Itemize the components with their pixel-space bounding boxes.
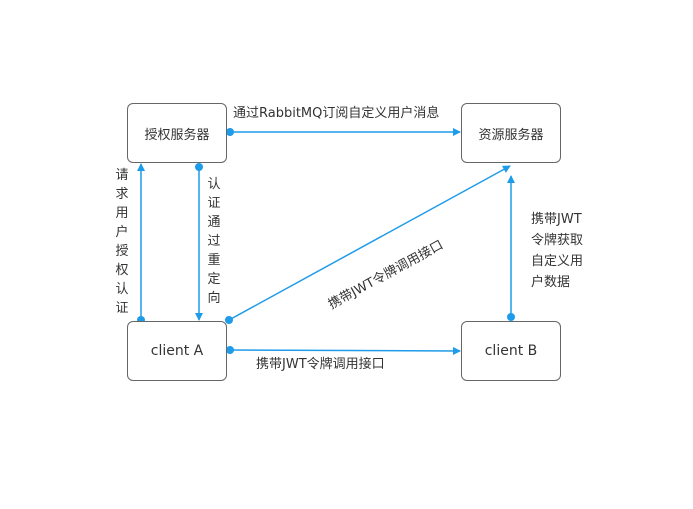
edge-clienta-to-clientb xyxy=(226,346,461,355)
edge-auth-to-clienta xyxy=(195,163,203,321)
node-client-b[interactable]: client B xyxy=(461,321,561,381)
edge-clientb-to-resource xyxy=(507,175,515,321)
edge-label-auth-to-clienta: 认证通过重定向 xyxy=(207,177,221,306)
edge-label-clienta-to-clientb: 携带JWT令牌调用接口 xyxy=(256,357,385,372)
node-label: 授权服务器 xyxy=(144,127,210,143)
node-resource-server[interactable]: 资源服务器 xyxy=(461,103,561,163)
node-label: 资源服务器 xyxy=(478,127,544,143)
node-client-a[interactable]: client A xyxy=(127,321,227,381)
edge-label-clientb-to-resource: 携带JWT令牌获取自定义用户数据 xyxy=(531,212,584,290)
node-auth-server[interactable]: 授权服务器 xyxy=(127,103,227,163)
edge-label-clienta-to-auth: 请求用户授权认证 xyxy=(115,168,129,316)
node-label: client B xyxy=(484,343,538,359)
edge-label-auth-to-resource: 通过RabbitMQ订阅自定义用户消息 xyxy=(233,106,440,121)
edge-clienta-to-resource xyxy=(225,165,511,324)
edge-auth-to-resource xyxy=(226,128,461,136)
edge-clienta-to-auth xyxy=(137,163,145,324)
node-label: client A xyxy=(150,343,204,359)
